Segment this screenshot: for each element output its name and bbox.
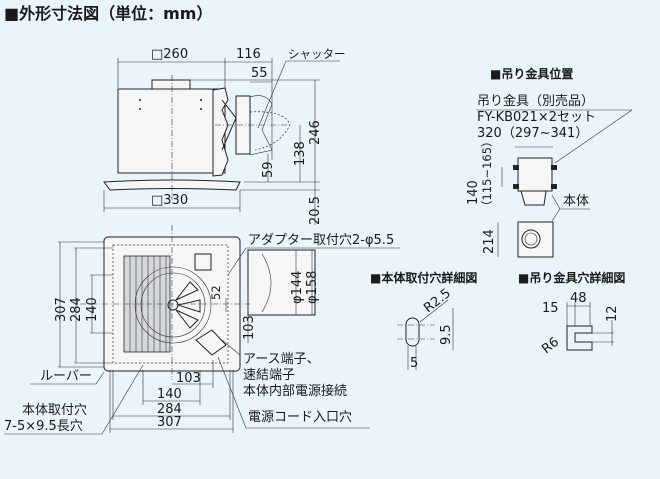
dim-284-v: 284 (69, 297, 84, 322)
bracket-shape (566, 325, 593, 351)
label-shutter: シャッター (288, 47, 346, 61)
mount-hole-heading: ■本体取付穴詳細図 (370, 270, 477, 285)
dim-duct: 55 (251, 66, 268, 81)
dim-flange: 20.5 (308, 196, 323, 225)
dim-slot-r: R2.5 (421, 286, 454, 316)
dim-duct-center: 138 (293, 141, 308, 166)
label-hanger-1: 吊り金具（別売品） (477, 93, 594, 109)
label-adapter-hole: アダプター取付穴2-φ5.5 (248, 233, 394, 248)
body-outline (117, 88, 226, 174)
label-mount-hole-2: 7-5×9.5長穴 (4, 419, 83, 434)
dim-214: 214 (482, 229, 497, 254)
page-title: ■外形寸法図（単位：mm） (4, 4, 212, 23)
dim-140-h: 140 (157, 387, 182, 402)
dim-offset: 116 (236, 47, 261, 62)
mount-hole-detail: ■本体取付穴詳細図 R2.5 9.5 5 (370, 270, 477, 371)
dim-hanger-range: （115~165） (480, 135, 494, 212)
side-view: □260 116 55 □330 シャッター 246 138 59 20.5 (103, 47, 346, 225)
label-mount-hole-1: 本体取付穴 (22, 403, 87, 418)
dim-r6: R6 (539, 335, 562, 357)
dim-flange-width: □330 (151, 193, 188, 208)
dim-slot-h: 9.5 (439, 324, 454, 345)
hanger-heading: ■吊り金具位置 (490, 66, 573, 81)
dim-height: 246 (308, 120, 323, 145)
dim-15: 15 (542, 301, 559, 316)
dim-52: 52 (209, 285, 223, 300)
label-cord: 電源コード入口穴 (248, 410, 352, 425)
shutter (249, 95, 273, 156)
dim-hanger-140: 140 (466, 180, 481, 205)
dim-307-h: 307 (157, 415, 182, 430)
dim-phi144: φ144 (290, 271, 305, 304)
dim-phi158: φ158 (305, 271, 320, 304)
earth-terminal (195, 329, 227, 356)
adapter-outline (212, 87, 229, 177)
hanger-hole-detail: ■吊り金具穴詳細図 15 48 12 R6 (518, 270, 625, 357)
label-internal: 本体内部電源接続 (243, 383, 347, 399)
adapter-outline (247, 249, 316, 316)
dim-12: 12 (605, 305, 620, 322)
dim-body-width: □260 (151, 47, 188, 62)
dim-307-v: 307 (54, 297, 69, 322)
fan (134, 266, 212, 344)
hanger-body-bottom (517, 221, 554, 258)
label-hanger-3: 320（297~341） (477, 126, 588, 141)
label-earth: アース端子、 (243, 352, 320, 367)
label-quick: 速結端子 (243, 368, 295, 383)
hanger-hole-heading: ■吊り金具穴詳細図 (518, 270, 625, 285)
dim-284-h: 284 (157, 402, 182, 417)
slot-hole (405, 317, 420, 347)
dim-140-v: 140 (85, 297, 100, 322)
dim-103-h: 103 (176, 371, 201, 386)
label-hanger-2: FY-KB021×2セット (477, 110, 596, 125)
dim-48: 48 (570, 291, 587, 306)
terminal-box (194, 253, 212, 271)
hanger-position: ■吊り金具位置 吊り金具（別売品） FY-KB021×2セット 320（297~… (466, 66, 633, 258)
top-collar (151, 79, 191, 90)
dim-103-v: 103 (242, 315, 257, 340)
hanger-body-top (517, 157, 553, 192)
bottom-view: 307 284 140 103 140 284 307 φ144 φ158 52… (4, 225, 400, 435)
label-louver: ルーバー (40, 369, 92, 384)
dim-slot-w: 5 (410, 356, 418, 371)
label-body: 本体 (563, 194, 589, 209)
dim-duct-low: 59 (261, 161, 276, 178)
